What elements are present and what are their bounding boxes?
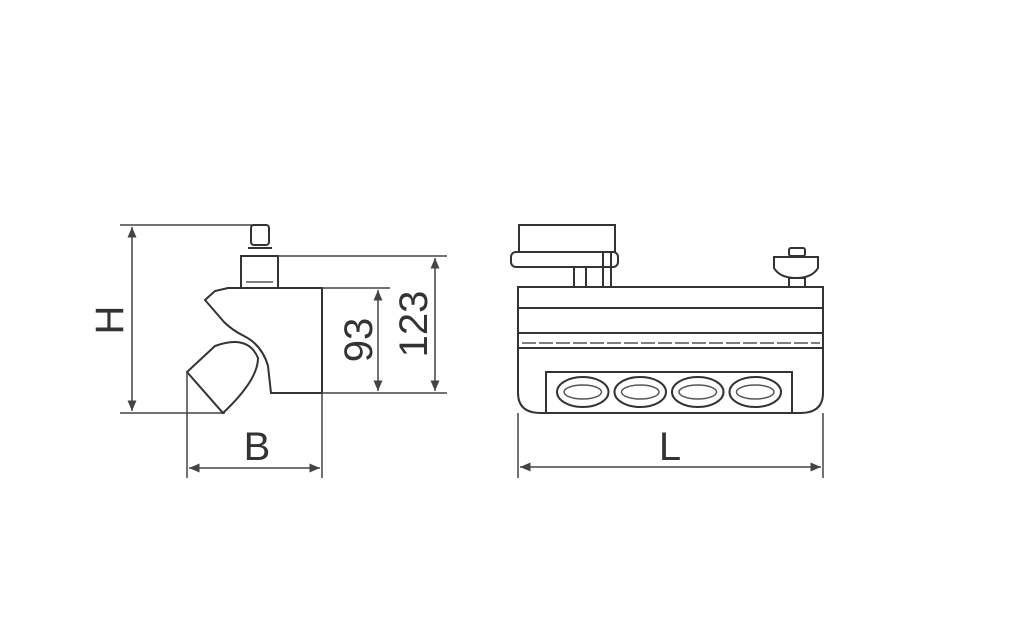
- led-lens-inner: [678, 384, 718, 400]
- adjust-knob: [773, 247, 819, 288]
- h-dimension: H: [88, 224, 263, 414]
- led-lens: [556, 376, 610, 408]
- b-dimension: B: [186, 372, 323, 478]
- track-adapter: [510, 224, 619, 288]
- dim-93: 93: [322, 287, 390, 391]
- spot-head: [185, 341, 260, 415]
- dim-93-label: 93: [337, 318, 381, 363]
- front-view: L: [510, 224, 824, 478]
- mount-body: [203, 287, 323, 394]
- length-label: L: [659, 425, 681, 469]
- led-lens: [728, 376, 782, 408]
- led-lens-inner: [735, 384, 775, 400]
- l-dimension: L: [517, 413, 824, 478]
- height-label: H: [88, 306, 132, 335]
- led-lens-inner: [563, 384, 603, 400]
- bolt: [240, 224, 279, 289]
- led-lens: [613, 376, 667, 408]
- led-lens-inner: [620, 384, 660, 400]
- width-label: B: [244, 425, 271, 469]
- luminaire-body: [517, 286, 824, 414]
- led-lens: [671, 376, 725, 408]
- dim-123: 123: [278, 255, 447, 394]
- dim-123-label: 123: [392, 291, 436, 358]
- side-view: H 123 93 B: [88, 224, 447, 478]
- led-panel: [545, 371, 793, 414]
